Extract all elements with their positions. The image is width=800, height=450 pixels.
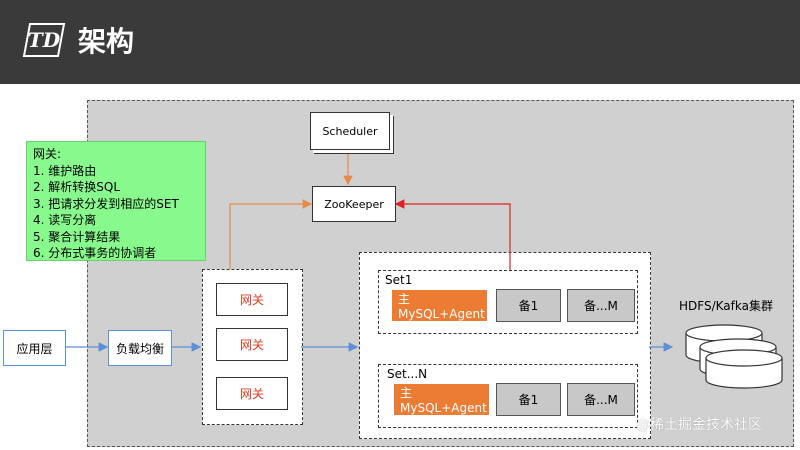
header-bar [0, 0, 800, 84]
gateway-label: 网关 [239, 293, 264, 307]
note-item: 5. 聚合计算结果 [33, 229, 121, 244]
storage-label: HDFS/Kafka集群 [679, 299, 773, 313]
load-balancer-label: 负载均衡 [115, 341, 164, 356]
setn-label: Set...N [387, 367, 428, 381]
app-layer-node: 应用层 [3, 330, 66, 366]
set1-label: Set1 [385, 273, 413, 287]
note-item: 4. 读写分离 [33, 213, 97, 227]
zookeeper-node: ZooKeeper [312, 186, 396, 222]
scheduler-label: Scheduler [322, 124, 378, 138]
note-item: 3. 把请求分发到相应的SET [33, 196, 179, 211]
page-title: 架构 [78, 25, 135, 58]
gateway-label: 网关 [239, 338, 264, 352]
logo-text: TD [27, 28, 61, 52]
arrow-sets-zookeeper [394, 199, 511, 270]
gateway-node-1: 网关 [216, 283, 288, 316]
setn-slave-1-label: 备1 [518, 393, 539, 407]
setn-slave-1: 备1 [496, 383, 561, 416]
td-logo-icon [22, 23, 66, 57]
setn-master-role: 主 [400, 386, 413, 400]
storage-cylinders-icon [685, 324, 783, 389]
zookeeper-label: ZooKeeper [324, 197, 384, 211]
arrow-gateway-zookeeper [229, 199, 313, 269]
setn-slave-m: 备...M [567, 383, 635, 416]
set1-slave-m: 备...M [567, 289, 635, 322]
note-item: 1. 维护路由 [33, 163, 97, 178]
set1-slave-1-label: 备1 [518, 299, 539, 313]
gateway-node-3: 网关 [216, 377, 288, 410]
watermark: @稀土掘金技术社区 [636, 417, 762, 433]
gateway-node-2: 网关 [216, 328, 288, 361]
set1-slave-m-label: 备...M [584, 299, 618, 313]
load-balancer-node: 负载均衡 [108, 330, 172, 366]
note-item: 6. 分布式事务的协调者 [33, 246, 157, 260]
set1-master-role: 主 [398, 292, 411, 306]
app-layer-label: 应用层 [16, 341, 53, 356]
note-heading: 网关: [33, 147, 62, 161]
scheduler-node: Scheduler [310, 112, 390, 150]
set1-master-node: 主 MySQL+Agent [392, 290, 487, 321]
gateway-note: 网关: 1. 维护路由 2. 解析转换SQL 3. 把请求分发到相应的SET 4… [26, 141, 206, 261]
gateway-label: 网关 [239, 387, 264, 401]
set1-master-text: MySQL+Agent [398, 307, 485, 321]
setn-master-node: 主 MySQL+Agent [394, 384, 489, 415]
note-item: 2. 解析转换SQL [33, 180, 121, 194]
set1-slave-1: 备1 [496, 289, 561, 322]
setn-slave-m-label: 备...M [584, 393, 618, 407]
setn-master-text: MySQL+Agent [400, 401, 487, 415]
